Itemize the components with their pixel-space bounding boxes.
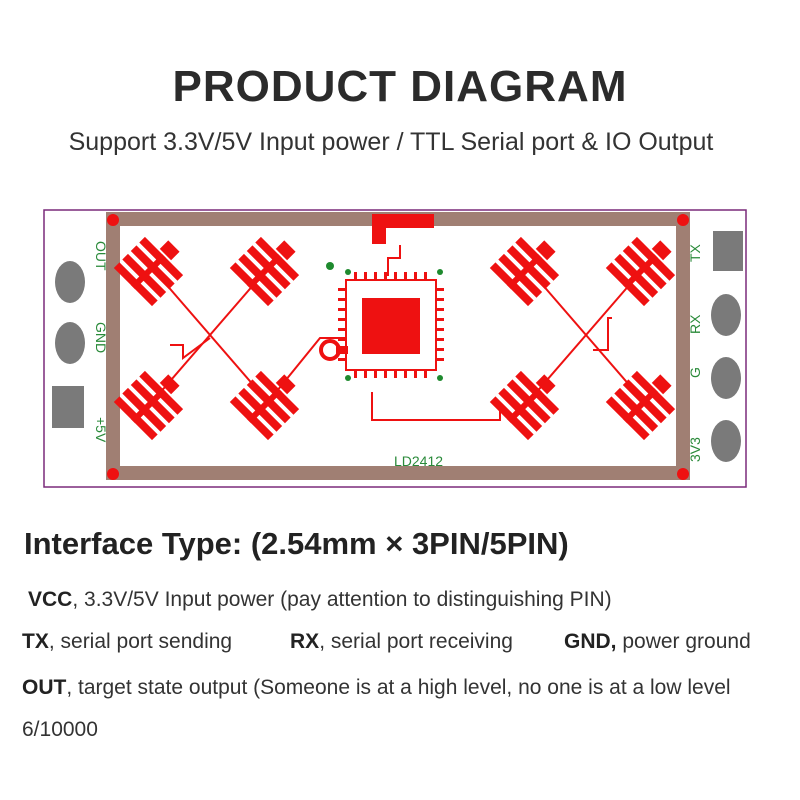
silkscreen-labels: OUT GND +5V TX RX G 3V3 LD2412	[93, 241, 703, 469]
vcc-description: VCC, 3.3V/5V Input power (pay attention …	[28, 588, 612, 612]
tx-term: TX	[22, 630, 49, 653]
out-text: , target state output (Someone is at a h…	[66, 676, 731, 699]
interface-note: 6/10000	[22, 718, 98, 741]
top-connector	[372, 214, 434, 244]
rx-text: , serial port receiving	[319, 630, 513, 653]
right-pin-pads	[711, 231, 743, 462]
gnd-text: power ground	[616, 630, 751, 653]
rx-term: RX	[290, 630, 320, 653]
pin-label-gnd: GND	[93, 322, 109, 353]
pin-label-5v: +5V	[93, 417, 109, 443]
vcc-text: , 3.3V/5V Input power (pay attention to …	[72, 588, 612, 611]
corner-dots	[107, 214, 689, 480]
out-description: OUT, target state output (Someone is at …	[22, 676, 731, 700]
out-term: OUT	[22, 676, 67, 699]
radar-chip	[319, 262, 444, 381]
gnd-description: GND, power ground	[564, 630, 751, 654]
vcc-term: VCC	[28, 588, 73, 611]
diagram-title: PRODUCT DIAGRAM	[172, 62, 628, 111]
pcb-board-diagram: OUT GND +5V TX RX G 3V3 LD2412	[43, 209, 747, 488]
pin-label-g: G	[687, 367, 703, 378]
interface-type-heading: Interface Type: (2.54mm × 3PIN/5PIN)	[24, 526, 569, 561]
rx-description: RX, serial port receiving	[290, 630, 513, 654]
board-model-label: LD2412	[394, 453, 443, 469]
pin-label-3v3: 3V3	[687, 437, 703, 462]
diagram-subtitle: Support 3.3V/5V Input power / TTL Serial…	[68, 128, 714, 156]
tx-description: TX, serial port sending	[22, 630, 232, 654]
gnd-term: GND,	[564, 630, 617, 653]
pin-label-tx: TX	[687, 243, 703, 262]
left-pin-pads	[52, 261, 85, 428]
tx-text: , serial port sending	[48, 630, 233, 653]
pin-label-out: OUT	[93, 241, 109, 271]
pin-label-rx: RX	[687, 314, 703, 334]
